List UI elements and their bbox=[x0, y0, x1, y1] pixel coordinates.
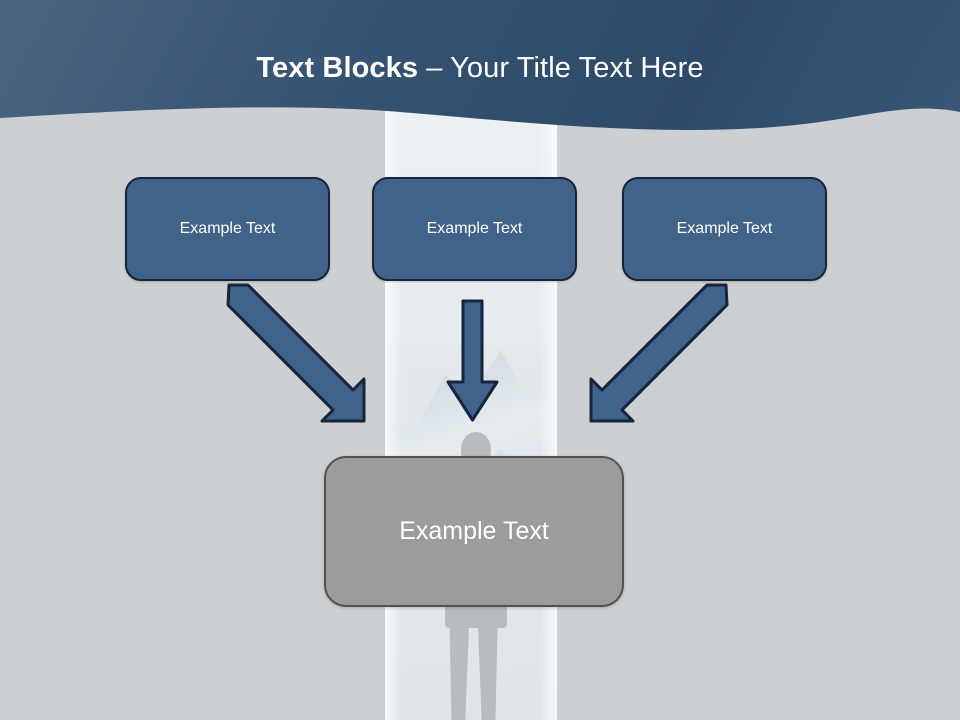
text-block-1-label: Example Text bbox=[179, 220, 276, 237]
arrow-down-left-icon bbox=[589, 283, 729, 423]
text-block-2-label: Example Text bbox=[426, 220, 523, 237]
page-title-light: Your Title Text Here bbox=[450, 52, 704, 84]
result-text-block[interactable]: Example Text bbox=[324, 456, 624, 607]
page-title-strong: Text Blocks bbox=[256, 52, 427, 84]
text-block-2[interactable]: Example Text bbox=[372, 177, 577, 281]
photo-person-leg-left bbox=[449, 600, 470, 720]
result-text-block-label: Example Text bbox=[399, 517, 549, 545]
page-title-separator: – bbox=[426, 52, 451, 84]
text-block-3-label: Example Text bbox=[676, 220, 773, 237]
text-block-3[interactable]: Example Text bbox=[622, 177, 827, 281]
page-title: Text Blocks – Your Title Text Here bbox=[0, 52, 960, 85]
photo-person-leg-right bbox=[477, 600, 498, 720]
arrow-down-right-icon bbox=[226, 283, 366, 423]
arrow-down-icon bbox=[446, 299, 499, 422]
text-block-1[interactable]: Example Text bbox=[125, 177, 330, 281]
